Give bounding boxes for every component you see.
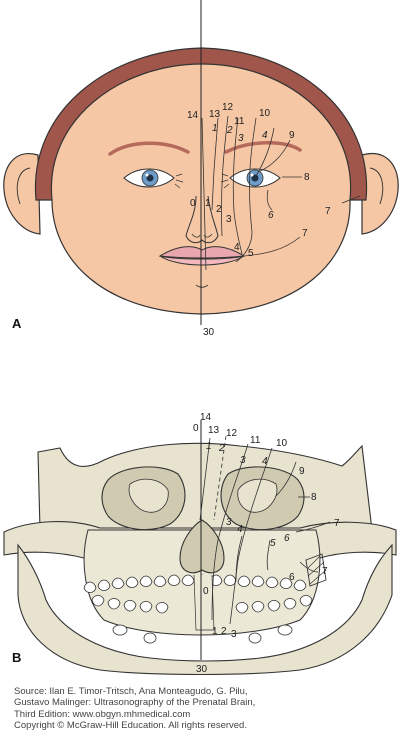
label-a-3-upper: 3 [238, 133, 244, 144]
left-ear [3, 153, 41, 235]
panel-b-letter: B [12, 650, 21, 665]
label-a-4-lower: 4 [234, 242, 240, 253]
label-b-1-lower: 1 [212, 626, 218, 637]
nose [185, 195, 219, 244]
label-a-7-ear: 7 [325, 206, 331, 217]
label-a-2-lower: 2 [216, 204, 222, 215]
label-b-5: 5 [270, 538, 276, 549]
label-b-1-upper: 1 [206, 441, 212, 452]
hatched-molar [305, 553, 327, 587]
label-b-2-lower: 2 [221, 626, 227, 637]
panel-b-skull-drawing [3, 435, 397, 676]
label-a-4-upper: 4 [262, 130, 268, 141]
label-b-7-lower: 7 [322, 566, 328, 577]
label-b-8: 8 [311, 492, 317, 503]
label-a-1-upper: 1 [212, 123, 218, 134]
label-a-3-lower: 3 [226, 214, 232, 225]
lower-lip [159, 255, 245, 266]
label-b-3-mid: 3 [226, 517, 232, 528]
label-b-10: 10 [276, 438, 288, 449]
right-eyebrow [224, 141, 302, 154]
label-a-0: 0 [190, 198, 196, 209]
lower-teeth [91, 595, 313, 614]
source-caption: Source: Ilan E. Timor-Tritsch, Ana Monte… [14, 686, 394, 731]
label-a-10: 10 [259, 108, 271, 119]
label-a-11: 11 [234, 116, 245, 127]
label-a-9: 9 [289, 130, 295, 141]
label-b-3-lower: 3 [231, 629, 237, 640]
label-b-4-upper: 4 [262, 456, 268, 467]
figure: 30 A 14 13 12 11 10 9 8 7 7 6 5 4 4 3 3 … [3, 0, 399, 676]
tooth-buds [112, 624, 293, 644]
panel-b-midline-label: 30 [196, 664, 208, 675]
label-b-7-upper: 7 [334, 518, 340, 529]
label-a-2-upper: 2 [226, 125, 233, 136]
panel-a-letter: A [12, 316, 22, 331]
right-ear [361, 153, 399, 235]
label-b-0-lower: 0 [203, 586, 209, 597]
label-b-6-lower: 6 [289, 572, 295, 583]
panel-a-midline-label: 30 [203, 327, 215, 338]
left-eyebrow [108, 141, 190, 156]
label-a-1-lower: 1 [205, 198, 211, 209]
label-b-12: 12 [226, 428, 238, 439]
label-b-3-upper: 3 [240, 455, 246, 466]
label-b-2-upper: 2 [218, 443, 225, 454]
label-b-4-lower: 4 [237, 524, 243, 535]
caption-line-4: Copyright © McGraw-Hill Education. All r… [14, 719, 247, 731]
mandible [17, 543, 393, 676]
panel-b-labels: 14 0 13 12 11 10 9 8 7 7 6 6 5 4 4 3 3 3… [193, 412, 340, 640]
panel-a-section-lines [201, 115, 361, 271]
caption-line-1: Source: Ilan E. Timor-Tritsch, Ana Monte… [14, 686, 248, 697]
nasal-cavity [179, 519, 225, 574]
panel-b-section-lines [199, 435, 331, 625]
label-a-8: 8 [304, 172, 310, 183]
panel-a-labels: 14 13 12 11 10 9 8 7 7 6 5 4 4 3 3 2 2 1… [187, 102, 331, 259]
label-b-14: 14 [200, 412, 212, 423]
caption-line-2: Gustavo Malinger: Ultrasonography of the… [14, 697, 256, 709]
label-b-0-top: 0 [193, 423, 199, 434]
label-a-14: 14 [187, 110, 199, 121]
caption-line-3: Third Edition: www.obgyn.mhmedical.com [14, 708, 191, 720]
label-a-5: 5 [248, 248, 254, 259]
label-b-11: 11 [250, 435, 261, 446]
label-a-7-cheek: 7 [302, 228, 308, 239]
label-b-9: 9 [299, 466, 305, 477]
label-a-12: 12 [222, 102, 234, 113]
label-a-6: 6 [268, 210, 274, 221]
label-b-13: 13 [208, 425, 220, 436]
label-a-13: 13 [209, 109, 221, 120]
cranium [37, 442, 373, 531]
label-b-6-upper: 6 [284, 533, 290, 544]
